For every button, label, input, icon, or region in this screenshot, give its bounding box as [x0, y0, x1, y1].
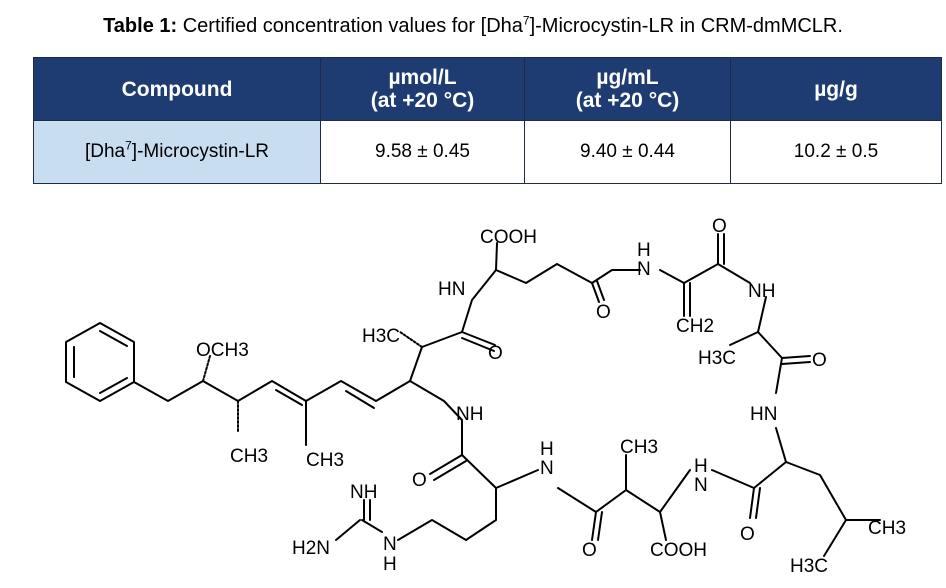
label-och3: OCH3: [196, 340, 249, 361]
label-n-lower: N: [540, 458, 554, 479]
label-hn-right: HN: [750, 404, 777, 425]
label-hn-left: HN: [438, 279, 465, 300]
label-ch3-lower: CH3: [620, 437, 658, 458]
label-h-top: H: [637, 240, 651, 261]
cell-umol-per-l: 9.58 ± 0.45: [320, 120, 525, 184]
caption-label: Table 1:: [103, 15, 178, 37]
benzene-ring: [65, 322, 135, 402]
label-ch2: CH2: [676, 316, 714, 337]
label-nh-right: NH: [748, 281, 775, 302]
structure-atom-labels: COOH HN H N O NH H3C O O CH2 H3C O OCH3 …: [196, 216, 906, 577]
label-h-lower-right: H: [694, 456, 708, 477]
label-o-mid-left: O: [412, 470, 427, 491]
table-row: [Dha7]-Microcystin-LR 9.58 ± 0.45 9.40 ±…: [33, 120, 942, 184]
label-cooh-top: COOH: [480, 227, 537, 248]
label-o-top-right: O: [712, 216, 727, 237]
chemical-structure-diagram: COOH HN H N O NH H3C O O CH2 H3C O OCH3 …: [65, 216, 906, 577]
label-n-top: N: [637, 259, 651, 280]
label-cooh-bottom: COOH: [650, 540, 707, 561]
structure-bonds: [65, 233, 881, 557]
label-h2n: H2N: [292, 538, 330, 559]
cell-compound: [Dha7]-Microcystin-LR: [33, 120, 321, 184]
caption-superscript: 7: [522, 13, 530, 28]
table-header-row: Compound µmol/L(at +20 °C) µg/mL(at +20 …: [33, 57, 942, 121]
certified-values-table: Compound µmol/L(at +20 °C) µg/mL(at +20 …: [33, 57, 942, 184]
header-ug-per-ml: µg/mL(at +20 °C): [524, 57, 731, 121]
header-umol-per-l: µmol/L(at +20 °C): [320, 57, 525, 121]
label-h3c-bottom: H3C: [790, 556, 828, 577]
label-h-guan: H: [383, 554, 397, 575]
label-n-lower-right: N: [694, 475, 708, 496]
label-h3c-right: H3C: [698, 348, 736, 369]
label-ch3-left: CH3: [230, 446, 268, 467]
label-o-upper-center: O: [596, 302, 611, 323]
caption-text-before: Certified concentration values for [Dha: [177, 15, 523, 37]
cell-ug-per-g: 10.2 ± 0.5: [730, 120, 942, 184]
header-compound: Compound: [33, 57, 321, 121]
label-h-lower: H: [540, 439, 554, 460]
label-o-right: O: [812, 350, 827, 371]
label-nh-guan: NH: [350, 482, 377, 503]
label-o-bottom-left: O: [582, 540, 597, 561]
table-caption: Table 1: Certified concentration values …: [0, 14, 946, 38]
caption-text-after: ]-Microcystin-LR in CRM-dmMCLR.: [529, 15, 843, 37]
label-o-upper-mid: O: [488, 343, 503, 364]
label-ch3-far-right: CH3: [868, 518, 906, 539]
label-n-guan: N: [383, 534, 397, 555]
label-o-bottom-right: O: [740, 524, 755, 545]
label-ch3-mid: CH3: [306, 450, 344, 471]
header-ug-per-g: µg/g: [730, 57, 942, 121]
cell-ug-per-ml: 9.40 ± 0.44: [524, 120, 731, 184]
label-h3c-upper: H3C: [362, 326, 400, 347]
label-nh-mid: NH: [456, 404, 483, 425]
